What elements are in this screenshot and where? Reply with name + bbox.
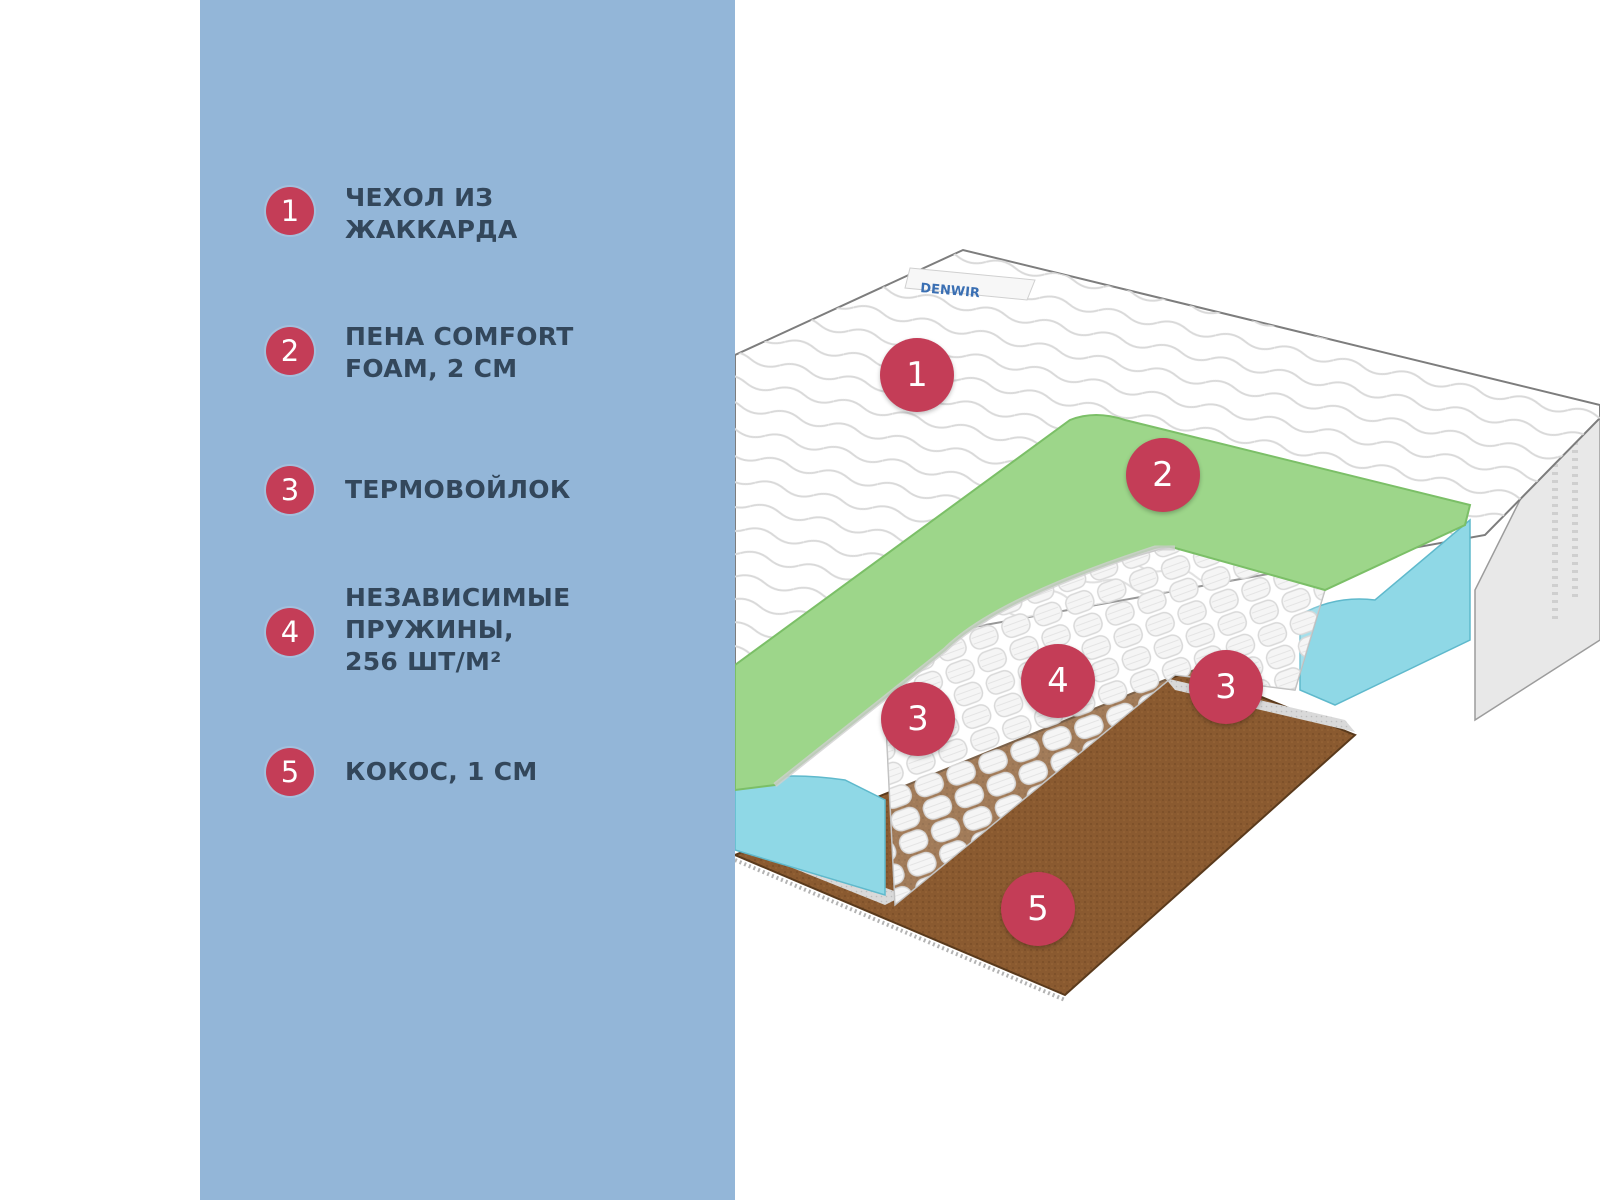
legend-panel: 1 ЧЕХОЛ ИЗ ЖАККАРДА 2 ПЕНА COMFORT FOAM,… (200, 0, 735, 1200)
legend-label-line: ПРУЖИНЫ, (345, 615, 514, 644)
callout-marker-3: 3 (1189, 650, 1263, 724)
legend-label-line: ЖАККАРДА (345, 215, 518, 244)
callout-marker-2: 2 (1126, 438, 1200, 512)
legend-number-badge: 1 (266, 187, 314, 235)
legend-label-line: 256 ШТ/М² (345, 647, 502, 676)
legend-label: ЧЕХОЛ ИЗ ЖАККАРДА (345, 182, 518, 246)
callout-marker-5: 5 (1001, 872, 1075, 946)
legend-label: ПЕНА COMFORT FOAM, 2 СМ (345, 321, 574, 385)
legend-number-badge: 4 (266, 608, 314, 656)
legend-label-line: ТЕРМОВОЙЛОК (345, 475, 571, 504)
svg-text:DENWIR: DENWIR (920, 281, 981, 301)
legend-label-line: НЕЗАВИСИМЫЕ (345, 583, 571, 612)
mattress-cutaway-graphic: DENWIR (735, 248, 1600, 1002)
legend-label: ТЕРМОВОЙЛОК (345, 474, 571, 506)
legend-label-line: ПЕНА COMFORT (345, 322, 574, 351)
legend-label-line: ЧЕХОЛ ИЗ (345, 183, 494, 212)
legend-label: НЕЗАВИСИМЫЕ ПРУЖИНЫ, 256 ШТ/М² (345, 582, 571, 678)
callout-marker-4: 4 (1021, 644, 1095, 718)
mattress-illustration: DENWIR 1 2 3 4 3 5 (735, 0, 1600, 1200)
legend-label: КОКОС, 1 СМ (345, 756, 538, 788)
callout-marker-1: 1 (880, 338, 954, 412)
legend-label-line: КОКОС, 1 СМ (345, 757, 538, 786)
legend-label-line: FOAM, 2 СМ (345, 354, 518, 383)
brand-label: DENWIR (904, 267, 1036, 301)
legend-number-badge: 3 (266, 466, 314, 514)
legend-number-badge: 5 (266, 748, 314, 796)
legend-number-badge: 2 (266, 327, 314, 375)
callout-marker-3: 3 (881, 682, 955, 756)
